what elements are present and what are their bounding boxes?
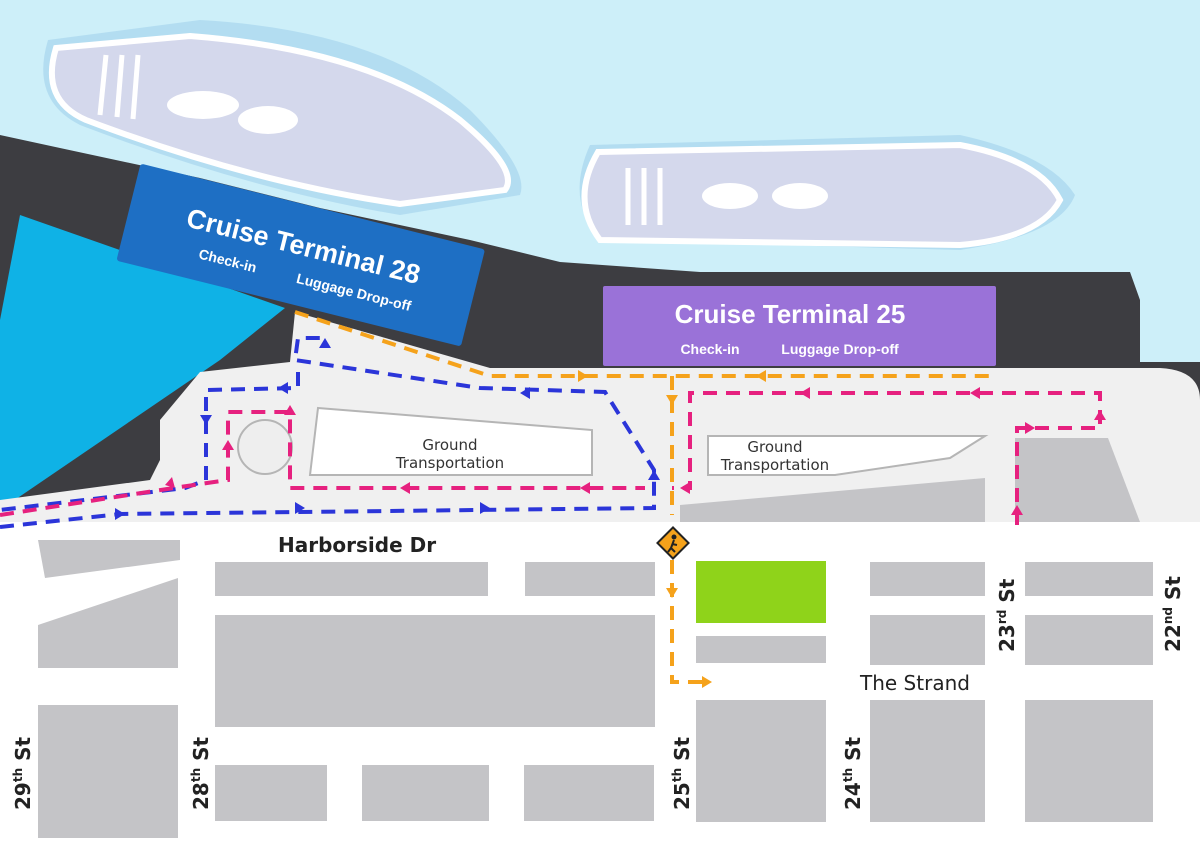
city-block: [38, 578, 178, 668]
svg-text:29th St: 29th St: [11, 737, 35, 810]
route-blue-arrows: [115, 338, 660, 520]
ground-transport-island-left: [308, 406, 593, 476]
harborside-dr-road: [0, 522, 1200, 558]
port-edge-strip: [680, 478, 985, 522]
terminal-25-luggage: Luggage Drop-off: [781, 341, 899, 357]
the-strand-label: The Strand: [859, 671, 970, 695]
cruise-ship-icon: [43, 20, 522, 215]
street-25th-label: 25th St: [670, 737, 694, 810]
street-24th-label: 24th St: [841, 737, 865, 810]
harborside-dr-label: Harborside Dr: [278, 533, 436, 557]
pedestrian-crossing-icon: [656, 526, 690, 560]
terminal-25-sign: Cruise Terminal 25 Check-in Luggage Drop…: [603, 286, 996, 366]
harbor-basin: [0, 215, 285, 510]
svg-text:25th St: 25th St: [670, 737, 694, 810]
svg-text:24th St: 24th St: [841, 737, 865, 810]
street-23rd-label: 23rd St: [995, 578, 1019, 652]
ground-transport-right-line2: Transportation: [720, 456, 829, 474]
ground-transport-left-line2: Transportation: [395, 454, 504, 472]
park: [696, 561, 826, 623]
street-22nd-label: 22nd St: [1161, 576, 1185, 652]
svg-text:22nd St: 22nd St: [1161, 576, 1185, 652]
svg-text:28th St: 28th St: [189, 737, 213, 810]
terminal-25-title: Cruise Terminal 25: [675, 299, 906, 329]
route-pink-arrows: [165, 387, 1106, 515]
ground-transport-left-line1: Ground: [422, 436, 477, 454]
city-blocks: [38, 562, 1153, 838]
route-orange-arrows: [578, 370, 766, 688]
port-building: [1015, 438, 1140, 522]
street-29th-label: 29th St: [11, 737, 35, 810]
ground-transport-right-line1: Ground: [747, 438, 802, 456]
city-block: [38, 540, 180, 578]
terminal-28-sign: Cruise Terminal 28 Check-in Luggage Drop…: [117, 164, 485, 346]
ground-transport-island-right: [707, 435, 989, 476]
svg-text:23rd St: 23rd St: [995, 578, 1019, 652]
roundabout: [237, 419, 293, 475]
terminal-25-checkin: Check-in: [680, 341, 739, 357]
cruise-ship-icon: [579, 135, 1075, 250]
route-blue: [0, 336, 656, 529]
street-28th-label: 28th St: [189, 737, 213, 810]
